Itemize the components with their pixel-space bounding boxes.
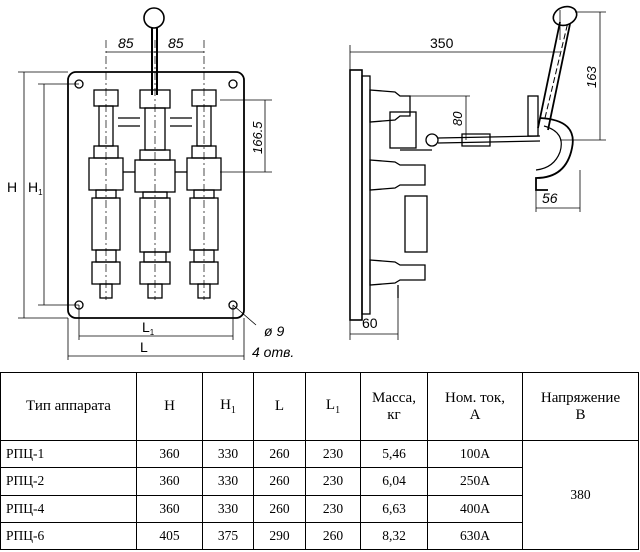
cell-L: 260 [253,439,306,469]
table-header-row: Тип аппарата H H1 L L1 Масса,кг Ном. ток… [0,372,639,441]
dim-350: 350 [430,35,454,51]
dim-60: 60 [362,315,378,331]
side-handle-knob [552,5,578,27]
side-base-plate [349,69,363,321]
cell-H1: 330 [202,494,254,523]
cell-L: 260 [253,467,306,496]
dim-80: 80 [450,111,465,126]
cell-L1: 260 [305,521,361,551]
cell-mass: 5,46 [360,439,428,469]
dim-163: 163 [584,66,599,88]
switch-drawing: 85 85 166.5 H H1 L1 L ø 9 4 отв. 350 163… [7,5,606,360]
header-current: Ном. ток,A [427,372,523,441]
mounting-hole [228,79,238,89]
cell-type: РПЦ-4 [0,494,137,523]
cell-voltage: 380 [522,440,639,550]
table-row: РПЦ-6 405 375 290 260 8,32 630A [0,521,639,551]
header-H1: H1 [202,372,254,441]
cell-type: РПЦ-2 [0,467,137,496]
label-L1: L1 [142,319,155,337]
cell-current: 250A [427,467,523,496]
header-mass: Масса,кг [360,372,428,441]
dim-56: 56 [542,190,558,206]
dim-166-5: 166.5 [250,121,265,154]
front-handle-knob [143,7,165,29]
cell-L: 260 [253,494,306,523]
cell-mass: 6,63 [360,494,428,523]
table-row: РПЦ-1 360 330 260 230 5,46 100A 380 [0,439,639,550]
cell-H1: 375 [202,521,254,551]
cell-mass: 6,04 [360,467,428,496]
cell-H: 360 [136,467,203,496]
dim-85-right: 85 [168,35,184,51]
cell-H: 360 [136,439,203,469]
header-L: L [253,372,306,441]
header-L1: L1 [305,372,361,441]
cell-H: 360 [136,494,203,523]
header-H: H [136,372,203,441]
cell-L: 290 [253,521,306,551]
cell-mass: 8,32 [360,521,428,551]
table-row: РПЦ-2 360 330 260 230 6,04 250A [0,467,639,496]
header-type: Тип аппарата [0,372,137,441]
hole-count-note: 4 отв. [252,344,294,360]
hole-diameter-note: ø 9 [264,323,284,339]
cell-H1: 330 [202,439,254,469]
cell-H: 405 [136,521,203,551]
cell-current: 100A [427,439,523,469]
label-H1: H1 [28,179,43,197]
label-H: H [7,179,17,195]
label-L: L [140,339,148,355]
cell-L1: 230 [305,439,361,469]
dim-85-left: 85 [118,35,134,51]
cell-type: РПЦ-1 [0,439,137,469]
cell-H1: 330 [202,467,254,496]
cell-L1: 230 [305,467,361,496]
cell-type: РПЦ-6 [0,521,137,551]
cell-current: 400A [427,494,523,523]
cell-current: 630A [427,521,523,551]
cell-L1: 230 [305,494,361,523]
specifications-table: Тип аппарата H H1 L L1 Масса,кг Ном. ток… [0,372,639,551]
